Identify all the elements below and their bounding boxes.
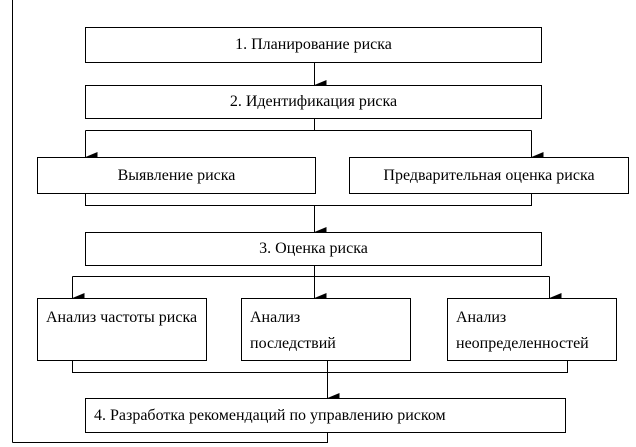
consequence-analysis-label: Анализ последствий (250, 309, 336, 352)
step3-label: 3. Оценка риска (259, 240, 368, 257)
frequency-analysis-box: Анализ частоты риска (37, 298, 207, 361)
preliminary-assessment-box: Предварительная оценка риска (349, 157, 629, 194)
step3-box: 3. Оценка риска (85, 232, 542, 266)
step2-box: 2. Идентификация риска (85, 85, 542, 119)
consequence-analysis-box: Анализ последствий (241, 298, 411, 361)
risk-detection-box: Выявление риска (37, 157, 316, 194)
step4-box: 4. Разработка рекомендаций по управлению… (85, 398, 566, 433)
uncertainty-analysis-box: Анализ неопределенностей (447, 298, 617, 361)
step4-label: 4. Разработка рекомендаций по управлению… (94, 406, 446, 424)
step1-label: 1. Планирование риска (235, 36, 392, 53)
feedback-line (12, 432, 328, 443)
uncertainty-analysis-label: Анализ неопределенностей (456, 309, 589, 352)
step2-label: 2. Идентификация риска (229, 93, 398, 110)
risk-detection-label: Выявление риска (117, 166, 236, 184)
preliminary-assessment-label: Предварительная оценка риска (383, 166, 595, 184)
step1-box: 1. Планирование риска (85, 27, 542, 63)
frequency-analysis-label: Анализ частоты риска (46, 309, 198, 326)
